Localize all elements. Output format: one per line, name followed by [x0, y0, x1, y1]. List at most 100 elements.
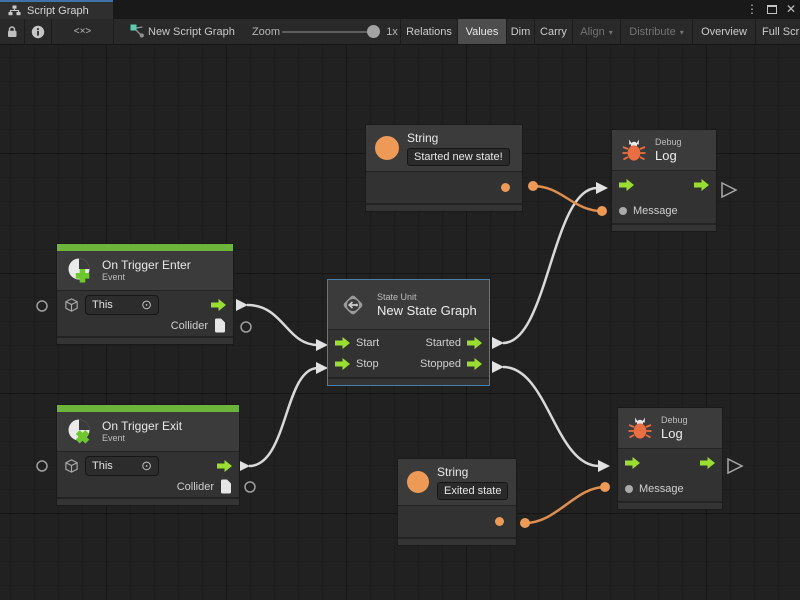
chevron-down-icon: ▾: [608, 28, 613, 37]
node-title: On Trigger Enter: [102, 258, 191, 272]
zoom-value: 1x: [386, 25, 398, 38]
flow-output-port[interactable]: [694, 178, 709, 191]
node-string-top[interactable]: String Started new state!: [365, 124, 523, 212]
flow-output-port[interactable]: [211, 298, 226, 311]
code-view-button[interactable]: <×>: [52, 19, 113, 44]
node-header: On Trigger Exit Event: [57, 412, 239, 452]
node-footer: [612, 223, 716, 231]
node-header: Debug Log: [618, 408, 722, 449]
message-input-port[interactable]: [625, 484, 633, 493]
flow-output-port[interactable]: [700, 456, 715, 469]
port-label: Message: [633, 204, 678, 217]
flow-input-port[interactable]: [335, 337, 350, 349]
node-footer: [366, 203, 522, 211]
node-on-trigger-enter[interactable]: On Trigger Enter Event This ⊙: [56, 243, 234, 345]
node-footer: [328, 377, 489, 385]
maximize-icon[interactable]: [766, 5, 777, 14]
flow-input-port[interactable]: [625, 456, 640, 469]
info-button[interactable]: [25, 19, 51, 44]
bug-icon: [621, 138, 647, 163]
target-icon: ⊙: [141, 458, 152, 473]
node-kind: Debug: [655, 137, 682, 147]
value-output-port[interactable]: [501, 183, 510, 192]
toggle-values[interactable]: Values: [457, 19, 506, 44]
string-value-field[interactable]: Exited state: [437, 481, 509, 500]
tab-label: Script Graph: [27, 4, 89, 17]
port-label: Start: [356, 337, 380, 349]
target-dropdown[interactable]: This ⊙: [85, 294, 159, 315]
node-header: On Trigger Enter Event: [57, 251, 233, 291]
menu-distribute[interactable]: Distribute ▾: [620, 19, 692, 44]
node-title: String: [407, 130, 439, 145]
node-kind: Event: [102, 272, 126, 282]
trigger-enter-icon: [66, 257, 94, 285]
node-debug-log-top[interactable]: Debug Log Message: [611, 129, 717, 232]
node-body: [366, 172, 522, 203]
bug-icon: [627, 416, 653, 441]
event-accent-bar: [57, 244, 233, 251]
port-label: Collider: [170, 319, 208, 332]
node-footer: [618, 501, 722, 509]
graph-name: New Script Graph: [148, 25, 235, 38]
window-controls: ⋮ ✕: [746, 0, 796, 19]
lock-icon: [6, 25, 18, 38]
node-title: String: [437, 464, 469, 479]
toggle-carry[interactable]: Carry: [534, 19, 572, 44]
node-debug-log-bottom[interactable]: Debug Log Message: [617, 407, 723, 510]
trigger-exit-icon: [66, 418, 94, 446]
state-unit-icon: [337, 289, 369, 321]
graph-asset-icon: [128, 19, 146, 44]
node-header: State Unit New State Graph: [328, 280, 489, 330]
tab-script-graph[interactable]: Script Graph: [0, 0, 113, 19]
message-input-port[interactable]: [619, 206, 627, 215]
node-footer: [57, 497, 239, 505]
target-dropdown[interactable]: This ⊙: [85, 455, 159, 476]
titlebar: Script Graph ⋮ ✕: [0, 0, 800, 19]
gameobject-cube-icon: [64, 297, 79, 313]
flow-output-port[interactable]: [467, 358, 482, 370]
flow-input-port[interactable]: [619, 178, 634, 191]
node-footer: [398, 537, 516, 545]
value-output-port[interactable]: [495, 517, 504, 526]
port-label: Stop: [356, 358, 379, 370]
port-label: Message: [639, 482, 684, 495]
node-body: This ⊙ Collider: [57, 452, 239, 497]
button-full-screen[interactable]: Full Scr: [755, 19, 800, 44]
event-accent-bar: [57, 405, 239, 412]
chevron-down-icon: ▾: [679, 28, 684, 37]
lock-button[interactable]: [0, 19, 24, 44]
flow-output-port[interactable]: [217, 459, 232, 472]
zoom-slider-handle[interactable]: [367, 25, 380, 38]
node-header: Debug Log: [612, 130, 716, 171]
node-title: Log: [661, 426, 683, 441]
target-icon: ⊙: [141, 297, 152, 312]
node-title: New State Graph: [377, 302, 477, 318]
info-icon: [31, 25, 45, 39]
node-title: Log: [655, 148, 677, 163]
toggle-relations[interactable]: Relations: [400, 19, 457, 44]
node-title: On Trigger Exit: [102, 419, 183, 433]
string-value-field[interactable]: Started new state!: [407, 147, 510, 166]
menu-icon[interactable]: ⋮: [745, 2, 758, 16]
node-body: Message: [612, 171, 716, 223]
node-kind: Debug: [661, 415, 688, 425]
node-on-trigger-exit[interactable]: On Trigger Exit Event This ⊙: [56, 404, 240, 506]
hierarchy-icon: [8, 5, 21, 16]
port-label: Collider: [176, 480, 214, 493]
graph-toolbar: <×> New Script Graph Zoom 1x Relations V…: [0, 19, 800, 45]
button-overview[interactable]: Overview: [692, 19, 755, 44]
gameobject-cube-icon: [64, 458, 79, 474]
zoom-slider-track[interactable]: [282, 31, 377, 33]
node-string-bottom[interactable]: String Exited state: [397, 458, 517, 546]
flow-input-port[interactable]: [335, 358, 350, 370]
menu-align[interactable]: Align ▾: [572, 19, 620, 44]
zoom-label: Zoom: [251, 25, 281, 38]
close-icon[interactable]: ✕: [785, 2, 796, 16]
node-header: String Started new state!: [366, 125, 522, 172]
string-literal-icon: [407, 471, 429, 493]
node-body: Message: [618, 449, 722, 501]
toggle-dim[interactable]: Dim: [506, 19, 534, 44]
flow-output-port[interactable]: [467, 337, 482, 349]
node-state-unit[interactable]: State Unit New State Graph Start Started: [327, 279, 490, 386]
